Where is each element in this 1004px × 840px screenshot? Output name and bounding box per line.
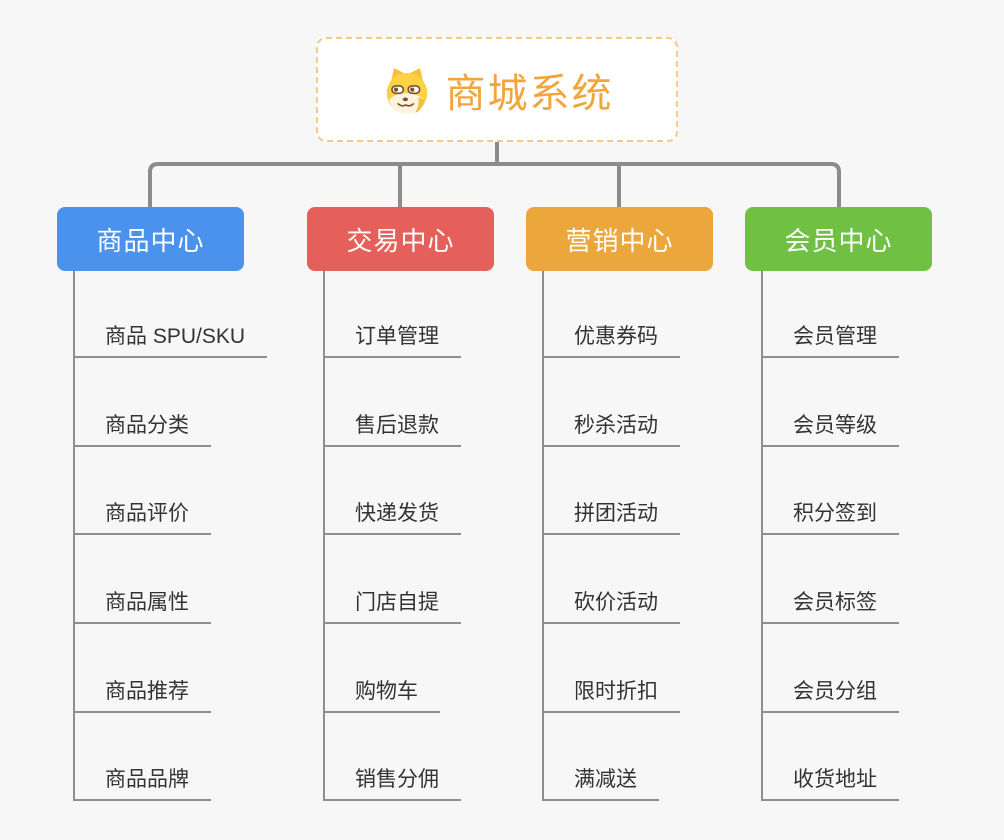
branch-vertical-line — [73, 271, 75, 801]
branch-children-product-center: 商品 SPU/SKU 商品分类 商品评价 商品属性 商品推荐 商品品牌 — [73, 271, 303, 803]
leaf-node[interactable]: 商品属性 — [73, 589, 211, 624]
leaf-node[interactable]: 快递发货 — [323, 500, 461, 535]
branch-node-marketing-center[interactable]: 营销中心 — [526, 207, 713, 271]
leaf-node[interactable]: 购物车 — [323, 678, 440, 713]
leaf-node[interactable]: 拼团活动 — [542, 500, 680, 535]
leaf-node[interactable]: 商品分类 — [73, 412, 211, 447]
leaf-node[interactable]: 门店自提 — [323, 589, 461, 624]
root-title: 商城系统 — [445, 71, 614, 116]
leaf-node[interactable]: 商品推荐 — [73, 678, 211, 713]
leaf-node[interactable]: 商品评价 — [73, 500, 211, 535]
branch-vertical-line — [323, 271, 325, 801]
branch-children-member-center: 会员管理 会员等级 积分签到 会员标签 会员分组 收货地址 — [761, 271, 991, 803]
leaf-node[interactable]: 秒杀活动 — [542, 412, 680, 447]
leaf-node[interactable]: 积分签到 — [761, 500, 899, 535]
leaf-node[interactable]: 会员等级 — [761, 412, 899, 447]
leaf-node[interactable]: 收货地址 — [761, 766, 899, 801]
leaf-node[interactable]: 订单管理 — [323, 323, 461, 358]
root-node[interactable]: 商城系统 — [316, 37, 678, 142]
leaf-node[interactable]: 会员标签 — [761, 589, 899, 624]
leaf-node[interactable]: 满减送 — [542, 766, 659, 801]
leaf-node[interactable]: 商品品牌 — [73, 766, 211, 801]
branch-children-marketing-center: 优惠券码 秒杀活动 拼团活动 砍价活动 限时折扣 满减送 — [542, 271, 772, 803]
leaf-node[interactable]: 会员分组 — [761, 678, 899, 713]
doge-dog-icon — [386, 67, 427, 114]
branch-node-member-center[interactable]: 会员中心 — [745, 207, 932, 271]
leaf-node[interactable]: 售后退款 — [323, 412, 461, 447]
leaf-node[interactable]: 限时折扣 — [542, 678, 680, 713]
branch-label: 营销中心 — [565, 225, 674, 256]
branch-vertical-line — [761, 271, 763, 801]
branch-children-trade-center: 订单管理 售后退款 快递发货 门店自提 购物车 销售分佣 — [323, 271, 553, 803]
branch-label: 商品中心 — [96, 225, 205, 256]
leaf-node[interactable]: 会员管理 — [761, 323, 899, 358]
branch-node-trade-center[interactable]: 交易中心 — [307, 207, 494, 271]
leaf-node[interactable]: 砍价活动 — [542, 589, 680, 624]
leaf-node[interactable]: 商品 SPU/SKU — [73, 323, 268, 358]
branch-label: 会员中心 — [784, 225, 893, 256]
leaf-node[interactable]: 销售分佣 — [323, 766, 461, 801]
branch-vertical-line — [542, 271, 544, 801]
branch-label: 交易中心 — [346, 225, 455, 256]
leaf-node[interactable]: 优惠券码 — [542, 323, 680, 358]
branch-node-product-center[interactable]: 商品中心 — [57, 207, 244, 271]
